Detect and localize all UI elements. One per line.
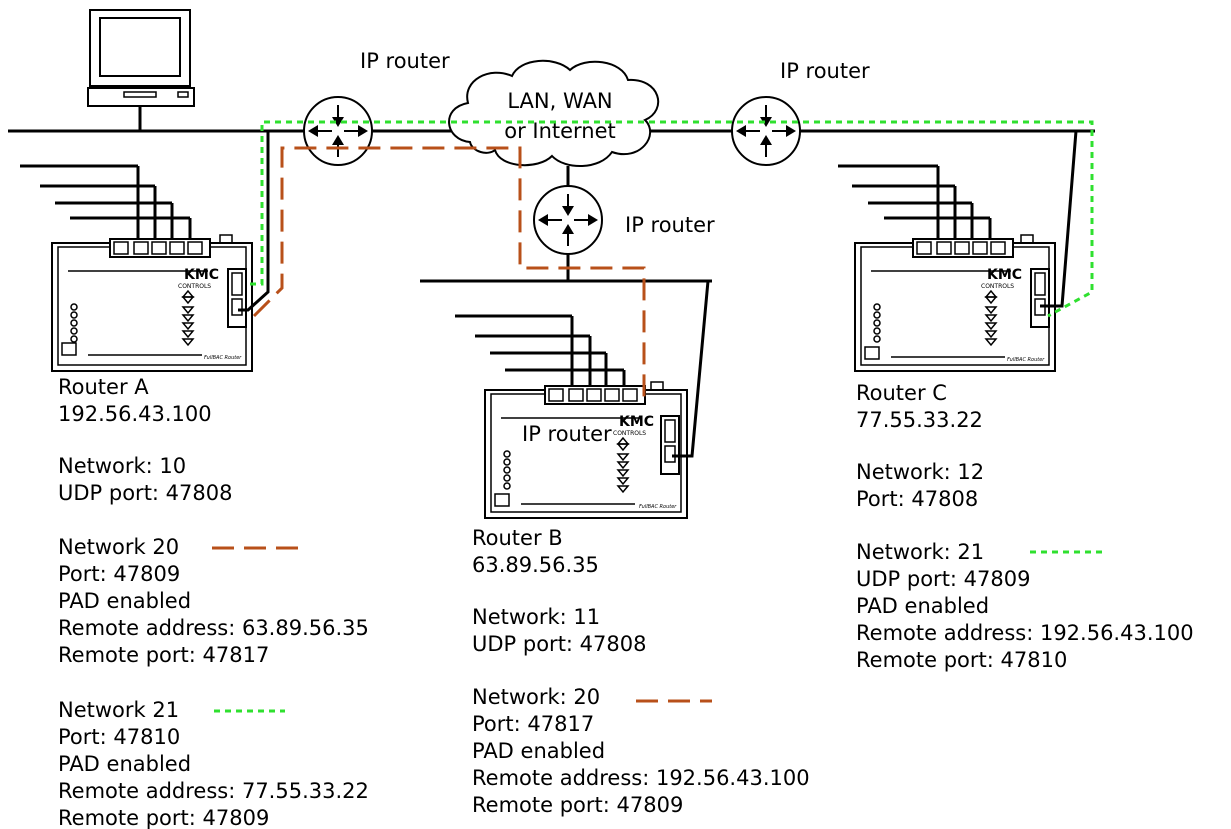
- ip-router-label: IP router: [625, 213, 715, 237]
- router-a-line: Port: 47810: [58, 725, 180, 749]
- router-a-device: KMC CONTROLS FullBAC Router: [51, 234, 253, 372]
- device-brand-sub: CONTROLS: [981, 283, 1014, 290]
- router-c-mstp-trunks: [838, 164, 992, 245]
- router-b-info: Router B 63.89.56.35 Network: 11 UDP por…: [472, 526, 810, 817]
- router-c-line: Remote address: 192.56.43.100: [856, 621, 1194, 645]
- ip-router-icon: [303, 96, 373, 166]
- device-model: FullBAC Router: [204, 355, 242, 361]
- router-b-line: Network: 20: [472, 685, 600, 709]
- router-a-info: Router A 192.56.43.100 Network: 10 UDP p…: [58, 375, 369, 829]
- device-brand: KMC: [184, 267, 219, 283]
- router-a-line: Network 20: [58, 535, 179, 559]
- router-a-line: PAD enabled: [58, 589, 191, 613]
- router-a-line: UDP port: 47808: [58, 481, 232, 505]
- device-brand: KMC: [987, 267, 1022, 283]
- router-a-line: PAD enabled: [58, 752, 191, 776]
- router-a-ip: 192.56.43.100: [58, 402, 212, 426]
- router-a-line: Network: 10: [58, 454, 186, 478]
- router-a-line: Remote address: 77.55.33.22: [58, 779, 369, 803]
- router-b-name: Router B: [472, 526, 563, 550]
- router-c-device: KMC CONTROLS FullBAC Router: [854, 234, 1056, 372]
- router-c-name: Router C: [856, 381, 947, 405]
- router-c-line: UDP port: 47809: [856, 567, 1030, 591]
- router-b-line: PAD enabled: [472, 739, 605, 763]
- router-c-info: Router C 77.55.33.22 Network: 12 Port: 4…: [856, 381, 1194, 672]
- router-b-overlap-label: IP router: [522, 422, 612, 446]
- router-b-line: Network: 11: [472, 605, 600, 629]
- computer-icon: [87, 9, 195, 107]
- router-a-line: Port: 47809: [58, 562, 180, 586]
- device-model: FullBAC Router: [1007, 357, 1045, 363]
- router-c-line: Network: 12: [856, 460, 984, 484]
- network-21-path: [250, 120, 1094, 318]
- router-c-line: PAD enabled: [856, 594, 989, 618]
- ip-router-icon: [731, 96, 801, 166]
- router-a-line: Remote port: 47817: [58, 643, 269, 667]
- network-20-path: [252, 146, 646, 398]
- device-model: FullBAC Router: [639, 504, 677, 510]
- router-b-line: UDP port: 47808: [472, 632, 646, 656]
- cloud-label-line1: LAN, WAN: [507, 89, 612, 113]
- device-brand-sub: CONTROLS: [178, 283, 211, 290]
- router-c-line: Network: 21: [856, 540, 984, 564]
- device-brand: KMC: [619, 414, 654, 430]
- router-b-line: Port: 47817: [472, 712, 594, 736]
- router-b-line: Remote address: 192.56.43.100: [472, 766, 810, 790]
- router-b-ip: 63.89.56.35: [472, 553, 599, 577]
- router-a-line: Network 21: [58, 698, 179, 722]
- router-c-line: Port: 47808: [856, 487, 978, 511]
- router-c-line: Remote port: 47810: [856, 648, 1067, 672]
- ip-router-label: IP router: [360, 49, 450, 73]
- router-a-line: Remote address: 63.89.56.35: [58, 616, 369, 640]
- router-c-ip: 77.55.33.22: [856, 408, 983, 432]
- cloud-lan-wan-internet: LAN, WAN or Internet: [448, 59, 660, 168]
- router-a-mstp-trunks: [20, 164, 192, 245]
- router-b-mstp-trunks: [455, 314, 626, 392]
- router-a-line: Remote port: 47809: [58, 806, 269, 829]
- device-brand-sub: CONTROLS: [613, 430, 646, 437]
- router-b-line: Remote port: 47809: [472, 793, 683, 817]
- router-a-name: Router A: [58, 375, 149, 399]
- router-b-device: KMC CONTROLS FullBAC Router: [484, 381, 688, 519]
- ip-router-label: IP router: [780, 59, 870, 83]
- ip-router-icon: [533, 185, 603, 255]
